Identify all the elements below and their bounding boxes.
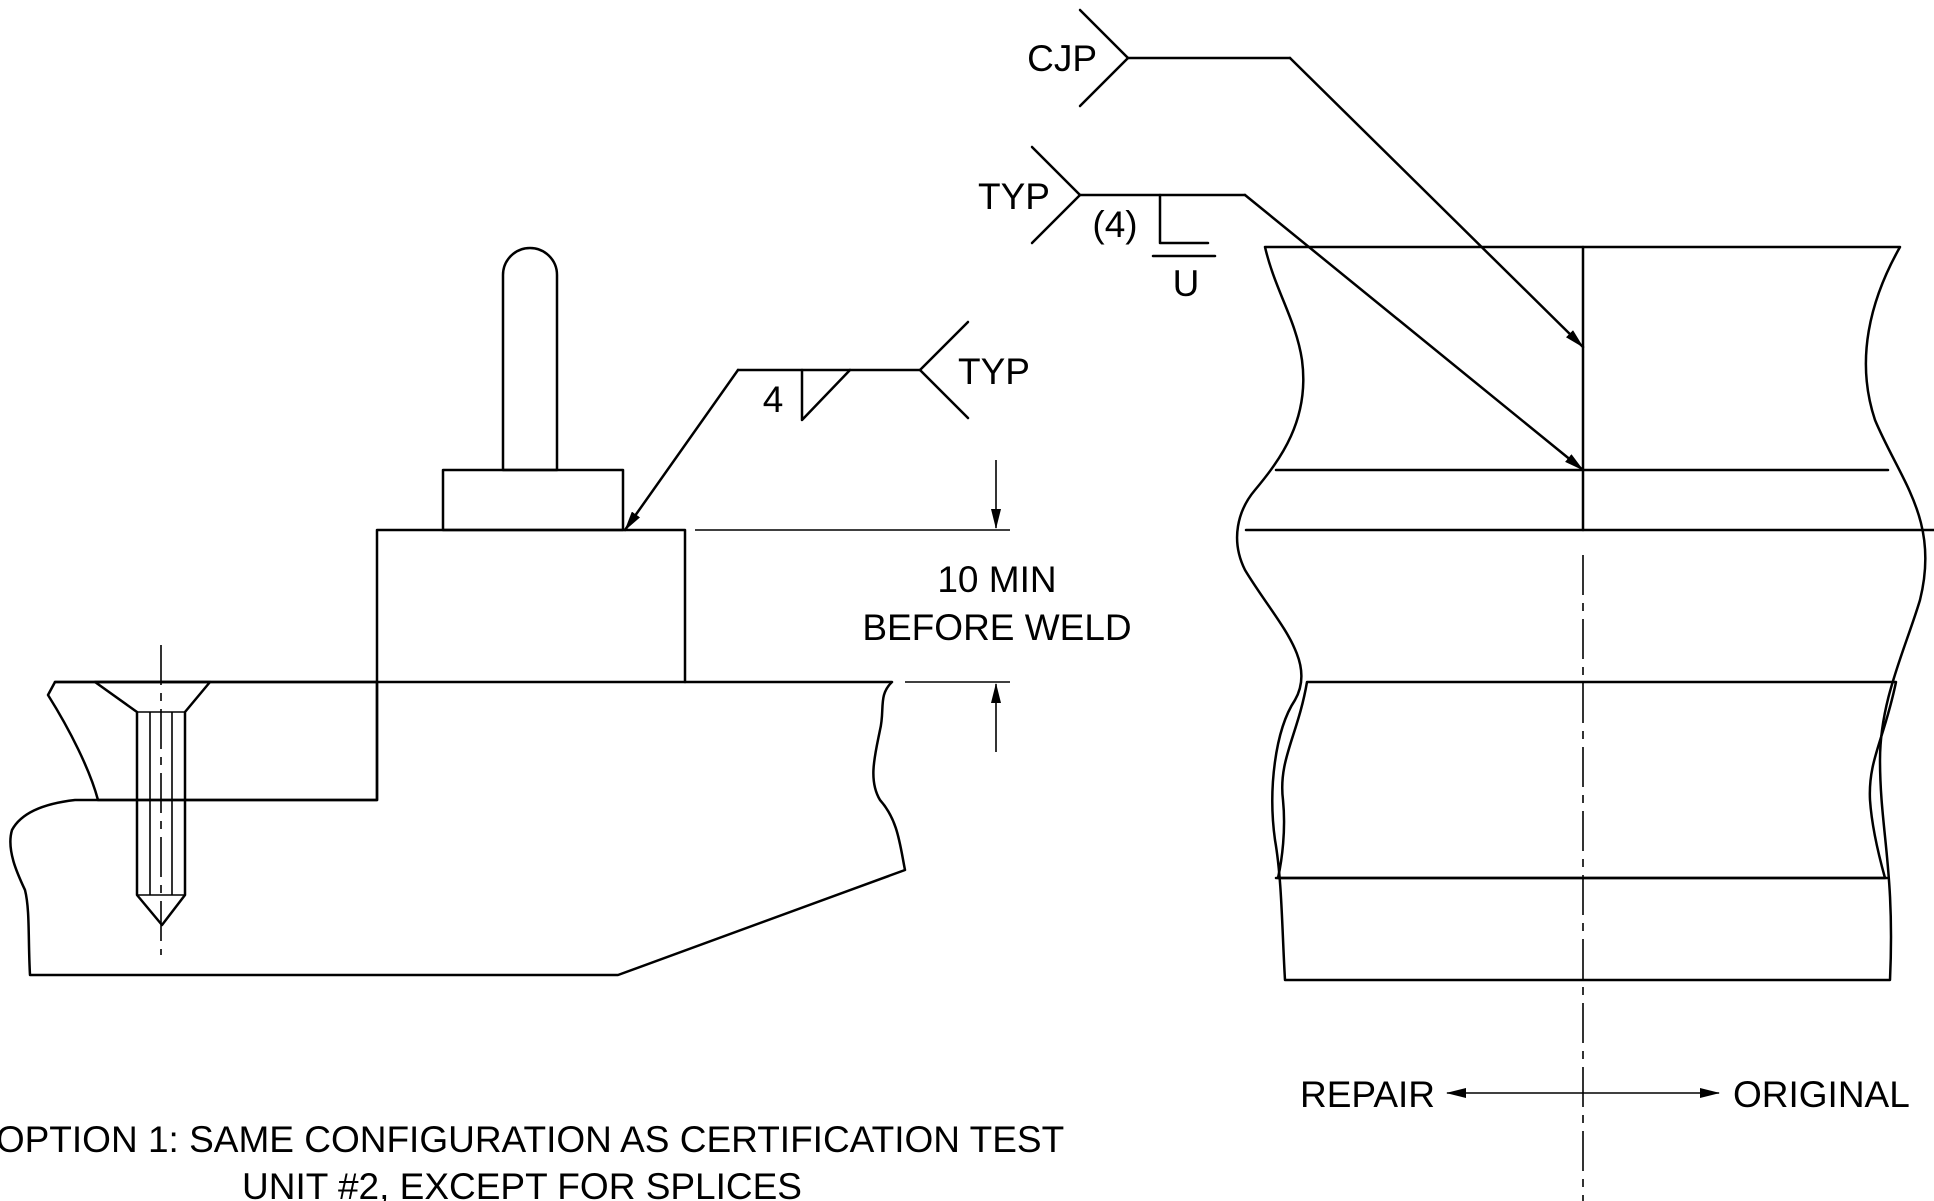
min-dimension-label: 10 MIN: [937, 559, 1056, 600]
repair-original-indicator: REPAIR ORIGINAL: [1300, 1074, 1910, 1115]
original-label: ORIGINAL: [1733, 1074, 1910, 1115]
min-dimension: 10 MIN BEFORE WELD: [695, 460, 1132, 752]
repair-label: REPAIR: [1300, 1074, 1435, 1115]
typ-label-upper: TYP: [978, 176, 1050, 217]
raised-block: [375, 528, 687, 684]
count-label: (4): [1092, 204, 1137, 245]
weld-typ-label-left: TYP: [958, 351, 1030, 392]
fillet-weld-icon-upper: [1158, 193, 1210, 245]
stud-plate: [441, 468, 625, 532]
min-dimension-note: BEFORE WELD: [862, 607, 1131, 648]
caption: OPTION 1: SAME CONFIGURATION AS CERTIFIC…: [0, 1119, 1064, 1201]
hatched-band: [1276, 680, 1898, 880]
stud: [501, 246, 559, 472]
weld-symbol-cjp: CJP: [1027, 8, 1585, 349]
right-elevation-view: CJP TYP (4) U REPAIR ORIGINAL: [978, 8, 1934, 1201]
weld-symbol-typ-upper: TYP (4) U: [978, 145, 1585, 472]
member-outline: [1235, 245, 1927, 982]
caption-line-2: UNIT #2, EXCEPT FOR SPLICES: [242, 1166, 802, 1201]
left-section-view: 10 MIN BEFORE WELD 4 TYP: [9, 246, 1132, 977]
base-plate: [9, 680, 907, 977]
weld-size-label: 4: [763, 379, 784, 420]
u-symbol: U: [1173, 263, 1200, 304]
caption-line-1: OPTION 1: SAME CONFIGURATION AS CERTIFIC…: [0, 1119, 1064, 1160]
cjp-label: CJP: [1027, 38, 1097, 79]
countersunk-plate: [46, 680, 379, 802]
weld-symbol-left: 4 TYP: [623, 320, 1030, 532]
fillet-weld-icon: [800, 368, 852, 422]
countersunk-screw: [93, 645, 212, 955]
